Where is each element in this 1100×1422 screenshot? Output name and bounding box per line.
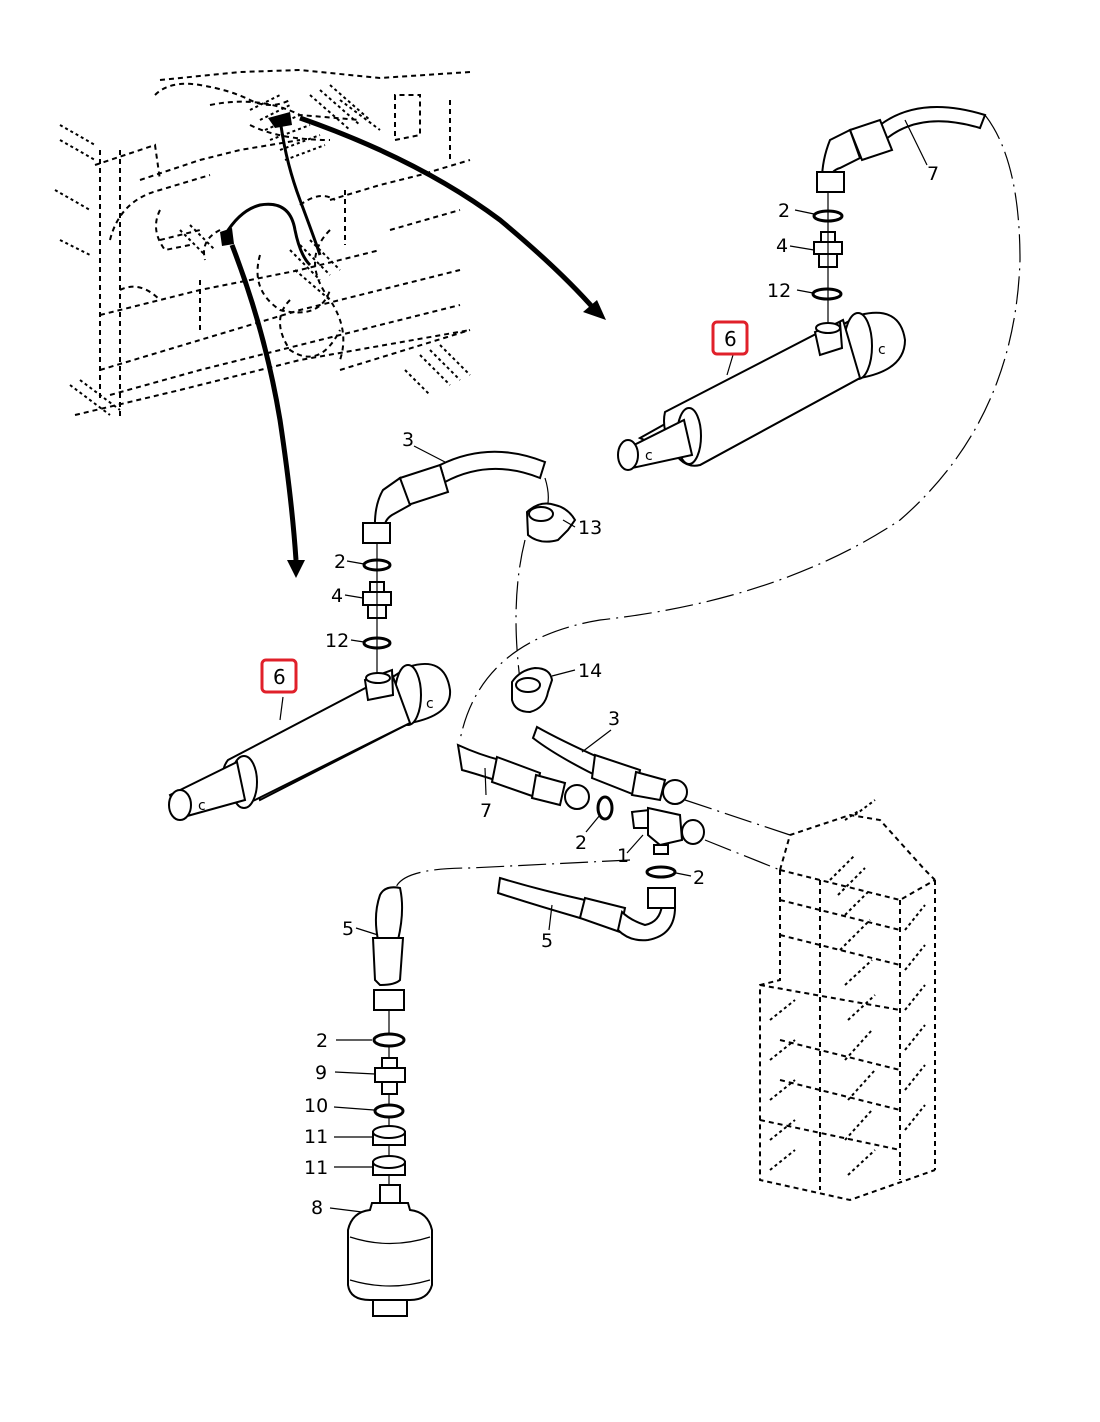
lower-hose-7 — [456, 743, 590, 810]
lower-washer-2-a — [596, 795, 614, 821]
callout-11-a: 11 — [304, 1126, 328, 1148]
arrow-to-right-cylinder — [299, 115, 606, 320]
callout-5-vertical: 5 — [342, 918, 354, 940]
callout-6-left: 6 — [273, 665, 286, 689]
callout-2-right: 2 — [778, 200, 790, 222]
svg-text:c: c — [878, 342, 886, 358]
callout-4-center: 4 — [331, 585, 343, 607]
adapter-9 — [374, 1057, 406, 1095]
lower-hose-3 — [531, 725, 688, 805]
callout-12-right: 12 — [767, 280, 791, 302]
svg-text:c: c — [426, 696, 434, 712]
callout-12-center: 12 — [325, 630, 349, 652]
accum-washer-2 — [372, 1032, 406, 1048]
callout-13: 13 — [578, 517, 602, 539]
callout-3-upper: 3 — [402, 429, 414, 451]
callout-7-right: 7 — [927, 163, 939, 185]
callout-8: 8 — [311, 1197, 323, 1219]
lower-washer-2-b — [645, 865, 677, 879]
callout-10: 10 — [304, 1095, 328, 1117]
highlighted-callout-6-right[interactable]: 6 — [711, 320, 749, 356]
connection-lines — [394, 114, 1021, 891]
right-washer-12 — [811, 287, 843, 301]
callout-7-lower: 7 — [480, 800, 492, 822]
clamp-14 — [511, 666, 554, 714]
washer-10 — [373, 1103, 405, 1119]
callout-6-right: 6 — [724, 327, 737, 351]
right-hose-7 — [816, 106, 987, 193]
nut-11-a — [372, 1125, 406, 1146]
callout-2-accum: 2 — [316, 1030, 328, 1052]
accumulator-8 — [347, 1184, 433, 1317]
callout-5-horizontal: 5 — [541, 930, 553, 952]
callout-labels: 2 4 12 7 3 13 2 4 12 14 3 7 2 1 2 5 5 2 … — [304, 163, 939, 1219]
nut-11-b — [372, 1155, 406, 1176]
center-hose-3 — [362, 450, 547, 544]
svg-text:c: c — [198, 798, 206, 814]
callout-4-right: 4 — [776, 235, 788, 257]
callout-3-lower: 3 — [608, 708, 620, 730]
left-cylinder-6: c c — [168, 662, 452, 821]
highlighted-callout-6-left[interactable]: 6 — [260, 658, 298, 694]
right-cylinder-6: c c — [617, 311, 907, 471]
callout-14: 14 — [578, 660, 602, 682]
leader-lines — [279, 119, 928, 1213]
vertical-hose-5 — [371, 886, 405, 1011]
control-valve-block — [759, 799, 936, 1202]
callout-2-lower-a: 2 — [575, 832, 587, 854]
tee-fitting-1 — [630, 806, 705, 855]
arrow-to-left-cylinder — [229, 244, 305, 578]
callout-11-b: 11 — [304, 1157, 328, 1179]
lower-hose-5-horizontal — [496, 876, 677, 942]
callout-2-lower-b: 2 — [693, 867, 705, 889]
callout-9: 9 — [315, 1062, 327, 1084]
svg-text:c: c — [645, 448, 653, 464]
callout-1: 1 — [617, 845, 629, 867]
callout-2-center: 2 — [334, 551, 346, 573]
clamp-13 — [525, 502, 577, 543]
tractor-frame-sketch — [54, 68, 471, 420]
